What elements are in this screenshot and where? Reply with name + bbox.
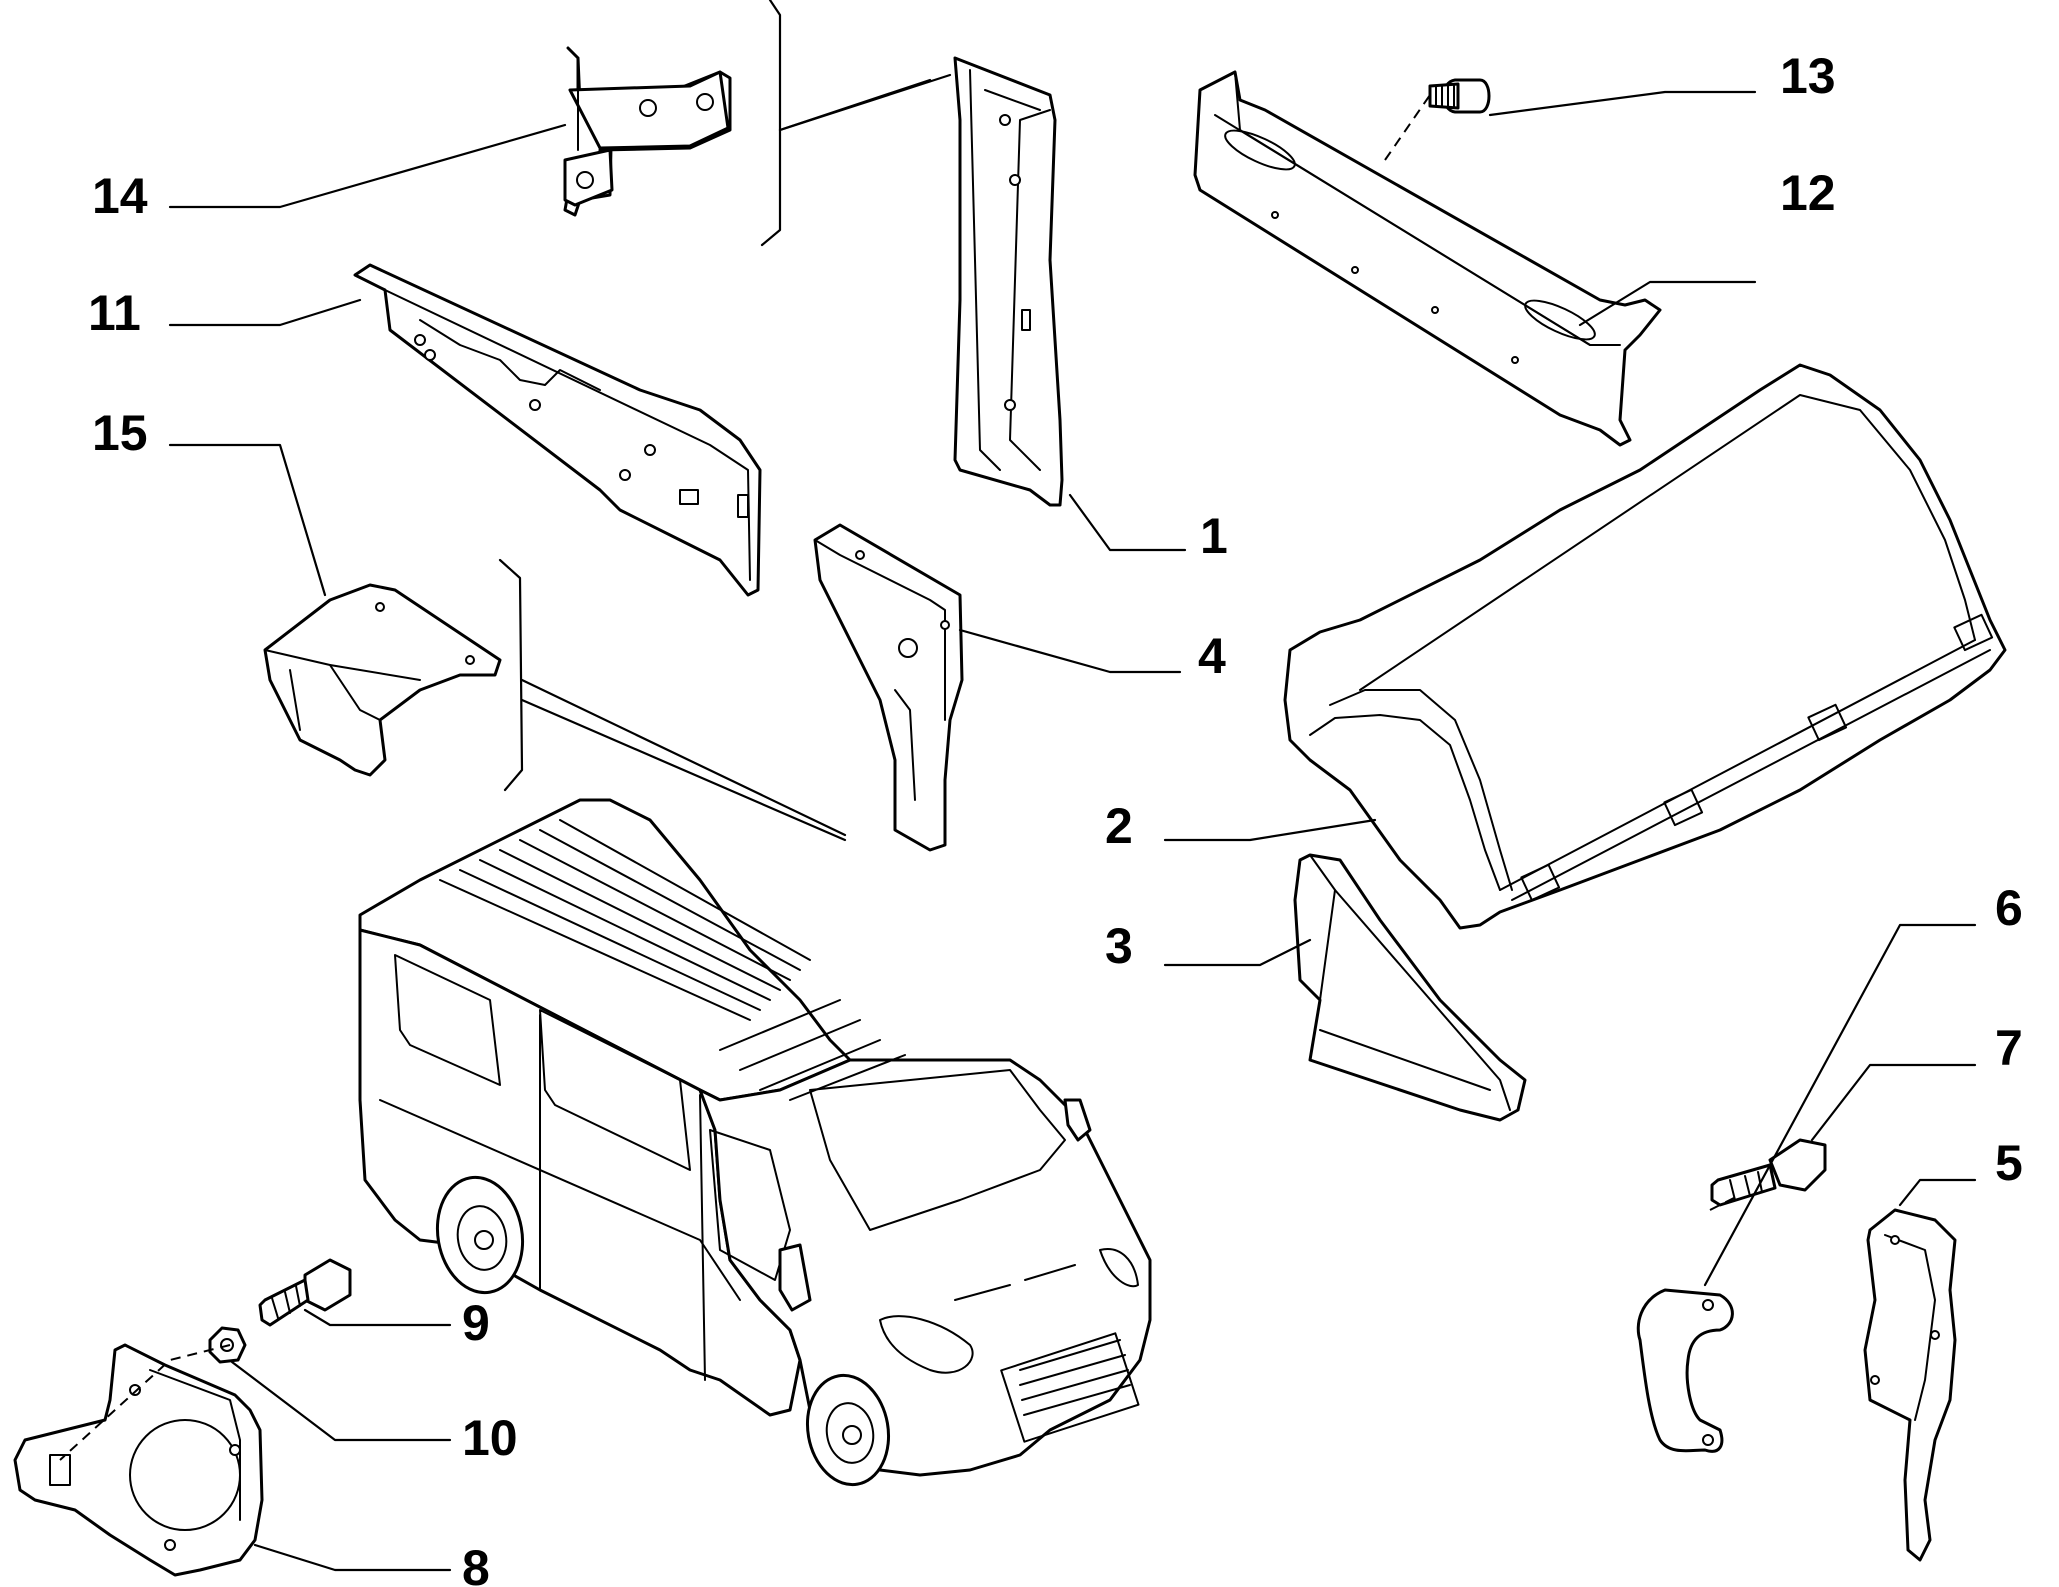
van-illustration — [358, 798, 1152, 1487]
callout-13: 13 — [1780, 48, 1836, 104]
callout-9: 9 — [462, 1295, 490, 1351]
callout-8: 8 — [462, 1540, 490, 1587]
part-13-bolt — [1428, 78, 1491, 114]
part-11-cross-member — [353, 263, 762, 597]
part-15-step-housing — [263, 583, 502, 777]
part-8-mounting-plate — [13, 1343, 264, 1577]
callout-numbers: 1 2 3 4 5 6 7 8 9 10 11 12 13 14 15 — [88, 48, 2023, 1587]
callout-11: 11 — [88, 285, 141, 341]
part-4-pillar-bracket — [813, 523, 964, 852]
callout-leaders — [168, 90, 1977, 1572]
part-2-roof-panel — [1283, 363, 2007, 930]
callout-10: 10 — [462, 1410, 518, 1466]
callout-5: 5 — [1995, 1135, 2023, 1191]
callout-14: 14 — [92, 168, 148, 224]
part-5-bracket — [1863, 1208, 1957, 1562]
part-14-bracket — [563, 46, 732, 217]
part-9-bolt — [258, 1258, 352, 1327]
part-1-pillar — [953, 56, 1064, 507]
callout-12: 12 — [1780, 165, 1836, 221]
callout-15: 15 — [92, 405, 148, 461]
callout-3: 3 — [1105, 918, 1133, 974]
indicator-lines — [59, 0, 1741, 1461]
callout-7: 7 — [1995, 1020, 2023, 1076]
part-12-roof-bow — [1193, 70, 1662, 447]
callout-2: 2 — [1105, 798, 1133, 854]
callout-4: 4 — [1198, 628, 1226, 684]
part-7-bolt — [1710, 1138, 1827, 1207]
callout-1: 1 — [1200, 508, 1228, 564]
part-6-grab-handle — [1636, 1288, 1734, 1453]
part-3-gusset — [1293, 853, 1527, 1122]
callout-6: 6 — [1995, 880, 2023, 936]
